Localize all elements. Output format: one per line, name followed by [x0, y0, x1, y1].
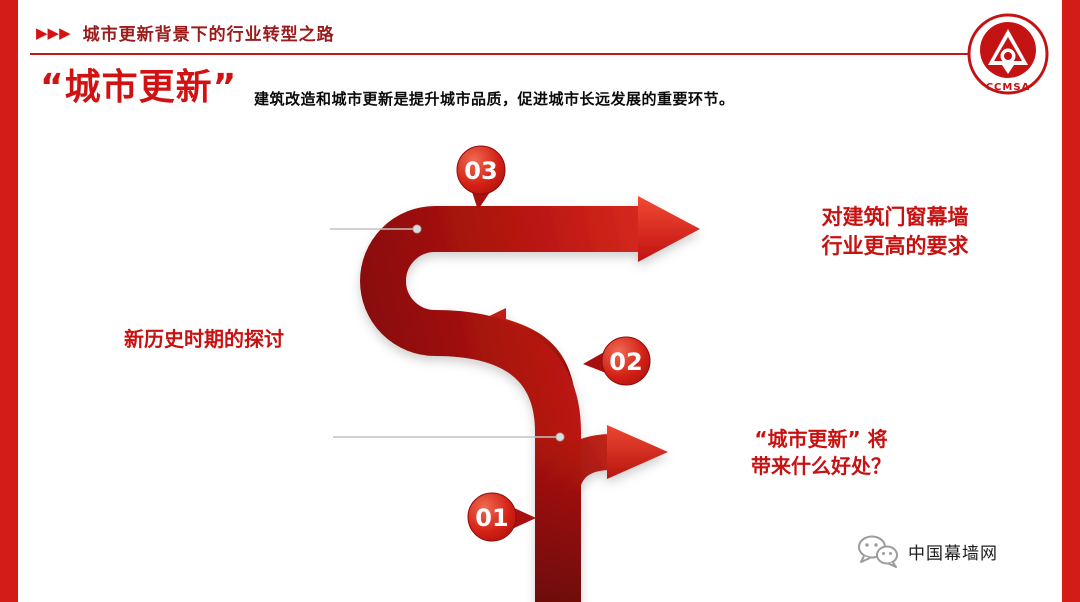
- label-step2-line1: 新历史时期的探讨: [124, 327, 284, 351]
- page-title: “城市更新”: [40, 67, 238, 108]
- connector-lines: [330, 224, 565, 442]
- badge-step1: 01: [467, 492, 536, 542]
- badge-step1-number: 01: [475, 504, 508, 532]
- label-step2: 新历史时期的探讨: [124, 323, 284, 352]
- badge-step3: 03: [456, 145, 506, 210]
- label-step1-line2: 带来什么好处？: [751, 454, 891, 478]
- left-red-border: [0, 0, 18, 602]
- right-red-border: [1062, 0, 1080, 602]
- slide-header: ▶▶▶ 城市更新背景下的行业转型之路: [36, 20, 335, 46]
- ccmsa-logo-icon: CCMSA: [967, 13, 1049, 95]
- ccmsa-logo-text: CCMSA: [986, 82, 1031, 93]
- arrow-step3: [360, 196, 700, 602]
- ccmsa-logo: CCMSA: [964, 10, 1052, 100]
- badge-step3-number: 03: [464, 157, 497, 185]
- label-step3: 对建筑门窗幕墙 行业更高的要求: [778, 203, 1012, 261]
- badge-step2: 02: [583, 336, 651, 386]
- footer-brand: 中国幕墙网: [856, 534, 998, 568]
- header-title: 城市更新背景下的行业转型之路: [82, 25, 335, 45]
- connector-dot-top: [412, 224, 422, 234]
- label-step1: “城市更新” 将 带来什么好处？: [718, 426, 924, 480]
- brand-name: 中国幕墙网: [908, 543, 998, 564]
- label-step3-line2: 行业更高的要求: [821, 234, 969, 258]
- badge-step2-number: 02: [609, 348, 642, 376]
- header-divider: [30, 53, 1046, 55]
- page-subtitle: 建筑改造和城市更新是提升城市品质，促进城市长远发展的重要环节。: [254, 90, 735, 108]
- arrow-flow-group: [360, 196, 700, 602]
- connector-dot-bottom: [555, 432, 565, 442]
- triple-arrow-icon: ▶▶▶: [36, 23, 71, 42]
- label-step1-line1: “城市更新” 将: [754, 427, 888, 451]
- label-step3-line1: 对建筑门窗幕墙: [821, 205, 969, 229]
- wechat-icon: [858, 535, 898, 568]
